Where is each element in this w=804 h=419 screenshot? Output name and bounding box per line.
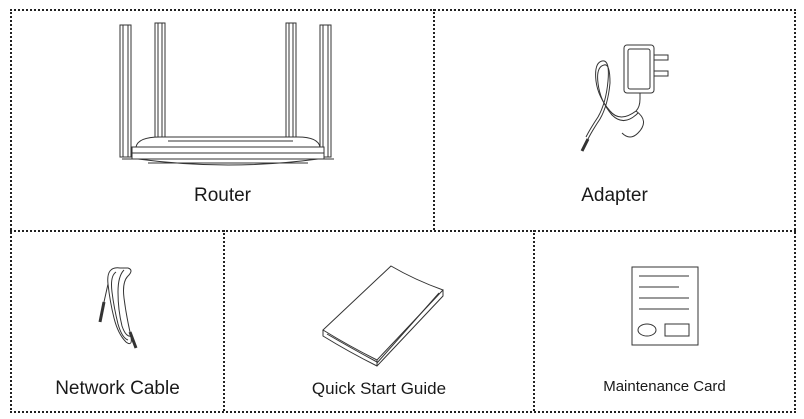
quick-start-guide-cell: Quick Start Guide xyxy=(225,232,533,411)
router-illustration xyxy=(108,19,334,179)
adapter-illustration xyxy=(580,41,690,152)
router-cell: Router xyxy=(12,11,433,230)
adapter-cell: Adapter xyxy=(435,11,794,230)
maintenance-card-illustration xyxy=(631,266,701,348)
quick-start-guide-label: Quick Start Guide xyxy=(311,379,447,398)
border-middle xyxy=(10,230,796,232)
adapter-label: Adapter xyxy=(581,185,648,206)
network-cable-cell: Network Cable xyxy=(12,232,223,411)
router-label: Router xyxy=(193,185,252,206)
quick-start-guide-illustration xyxy=(319,260,449,370)
network-cable-illustration xyxy=(96,262,146,352)
divider-bottom-2 xyxy=(533,230,535,411)
network-cable-label: Network Cable xyxy=(55,378,180,399)
divider-top xyxy=(433,9,435,230)
border-left xyxy=(10,9,12,413)
divider-bottom-1 xyxy=(223,230,225,411)
border-right xyxy=(794,9,796,413)
border-bottom xyxy=(10,411,796,413)
maintenance-card-label: Maintenance Card xyxy=(603,378,726,395)
maintenance-card-cell: Maintenance Card xyxy=(535,232,794,411)
border-top xyxy=(10,9,796,11)
